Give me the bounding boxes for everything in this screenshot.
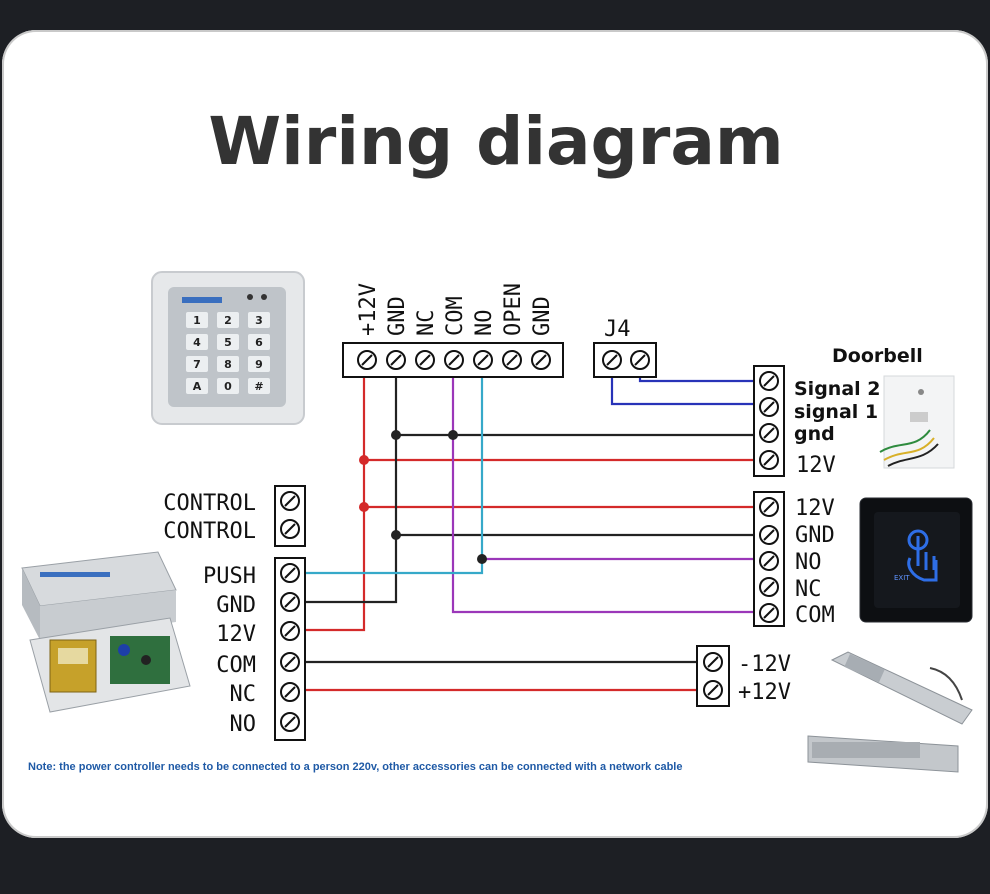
key: 2 [224, 314, 232, 327]
doorbell-title: Doorbell [832, 345, 923, 367]
exit-terminal-label: 12V [795, 496, 835, 521]
exit-terminal-label: NO [795, 550, 822, 575]
keypad-terminal-label: NC [414, 310, 439, 337]
key: # [254, 380, 263, 393]
power-terminal-label: 12V [216, 622, 256, 647]
power-supply-terminal-block: PUSH GND 12V COM NC NO [203, 557, 306, 741]
wire-keypad-gnd [300, 378, 398, 604]
exit-label: EXIT [894, 574, 910, 582]
j4-terminal-block: J4 [593, 317, 657, 378]
power-terminal-label: GND [216, 593, 256, 618]
page-title: Wiring diagram [208, 103, 783, 180]
keypad-terminal-label: COM [443, 296, 468, 336]
footnote: Note: the power controller needs to be c… [28, 761, 682, 773]
keypad-terminal-label: GND [385, 296, 410, 336]
power-terminal-label: PUSH [203, 564, 256, 589]
touch-hand-icon [907, 529, 938, 582]
electric-bolt-lock [830, 651, 973, 725]
key: A [193, 380, 202, 393]
power-terminal-label: NO [230, 712, 257, 737]
key: 1 [193, 314, 201, 327]
keypad-terminal-labels: +12V GND NC COM NO OPEN GND [356, 283, 555, 336]
wires [300, 360, 756, 692]
key: 3 [255, 314, 263, 327]
power-terminal-label: COM [216, 653, 256, 678]
doorbell-terminal-label: 12V [796, 453, 836, 478]
keypad-terminal-label: GND [530, 296, 555, 336]
exit-terminal-label: GND [795, 523, 835, 548]
doorbell-terminal-label: gnd [794, 423, 835, 445]
wire-exit-com [451, 378, 756, 614]
lock-terminal-label: -12V [738, 652, 791, 677]
j4-label: J4 [604, 317, 631, 342]
control-label: CONTROL [163, 519, 256, 544]
wire-push [300, 378, 484, 575]
key: 4 [193, 336, 201, 349]
keypad-terminal-label: OPEN [501, 283, 526, 336]
wire-signal2 [638, 360, 756, 383]
key: 7 [193, 358, 201, 371]
key: 9 [255, 358, 263, 371]
keypad-terminal-block [342, 342, 564, 378]
doorbell-terminal-label: signal 1 [794, 401, 878, 423]
keypad-terminal-label: +12V [356, 283, 381, 336]
key: 6 [255, 336, 263, 349]
exit-terminal-label: NC [795, 577, 822, 602]
keypad-device: 1 2 3 4 5 6 7 8 9 A 0 # [151, 271, 305, 425]
power-terminal-label: NC [230, 682, 257, 707]
doorbell-terminal-block: Doorbell Signal 2 signal 1 gnd 12V [753, 345, 923, 478]
exit-terminal-label: COM [795, 603, 835, 628]
power-supply-device [21, 551, 191, 713]
magnetic-lock [807, 735, 959, 773]
lock-terminal-label: +12V [738, 680, 791, 705]
key: 8 [224, 358, 232, 371]
exit-terminal-block: 12V GND NO NC COM [753, 491, 835, 628]
key: 0 [224, 380, 232, 393]
doorbell-terminal-label: Signal 2 [794, 378, 881, 400]
wire-keypad-12v [300, 378, 366, 632]
exit-button-device: EXIT [859, 497, 973, 623]
control-label: CONTROL [163, 491, 256, 516]
lock-terminal-block: -12V +12V [696, 645, 791, 707]
key: 5 [224, 336, 232, 349]
control-terminal-block: CONTROL CONTROL [163, 485, 306, 547]
keypad-terminal-label: NO [472, 310, 497, 337]
junctions [359, 430, 487, 564]
doorbell-device [879, 375, 955, 469]
